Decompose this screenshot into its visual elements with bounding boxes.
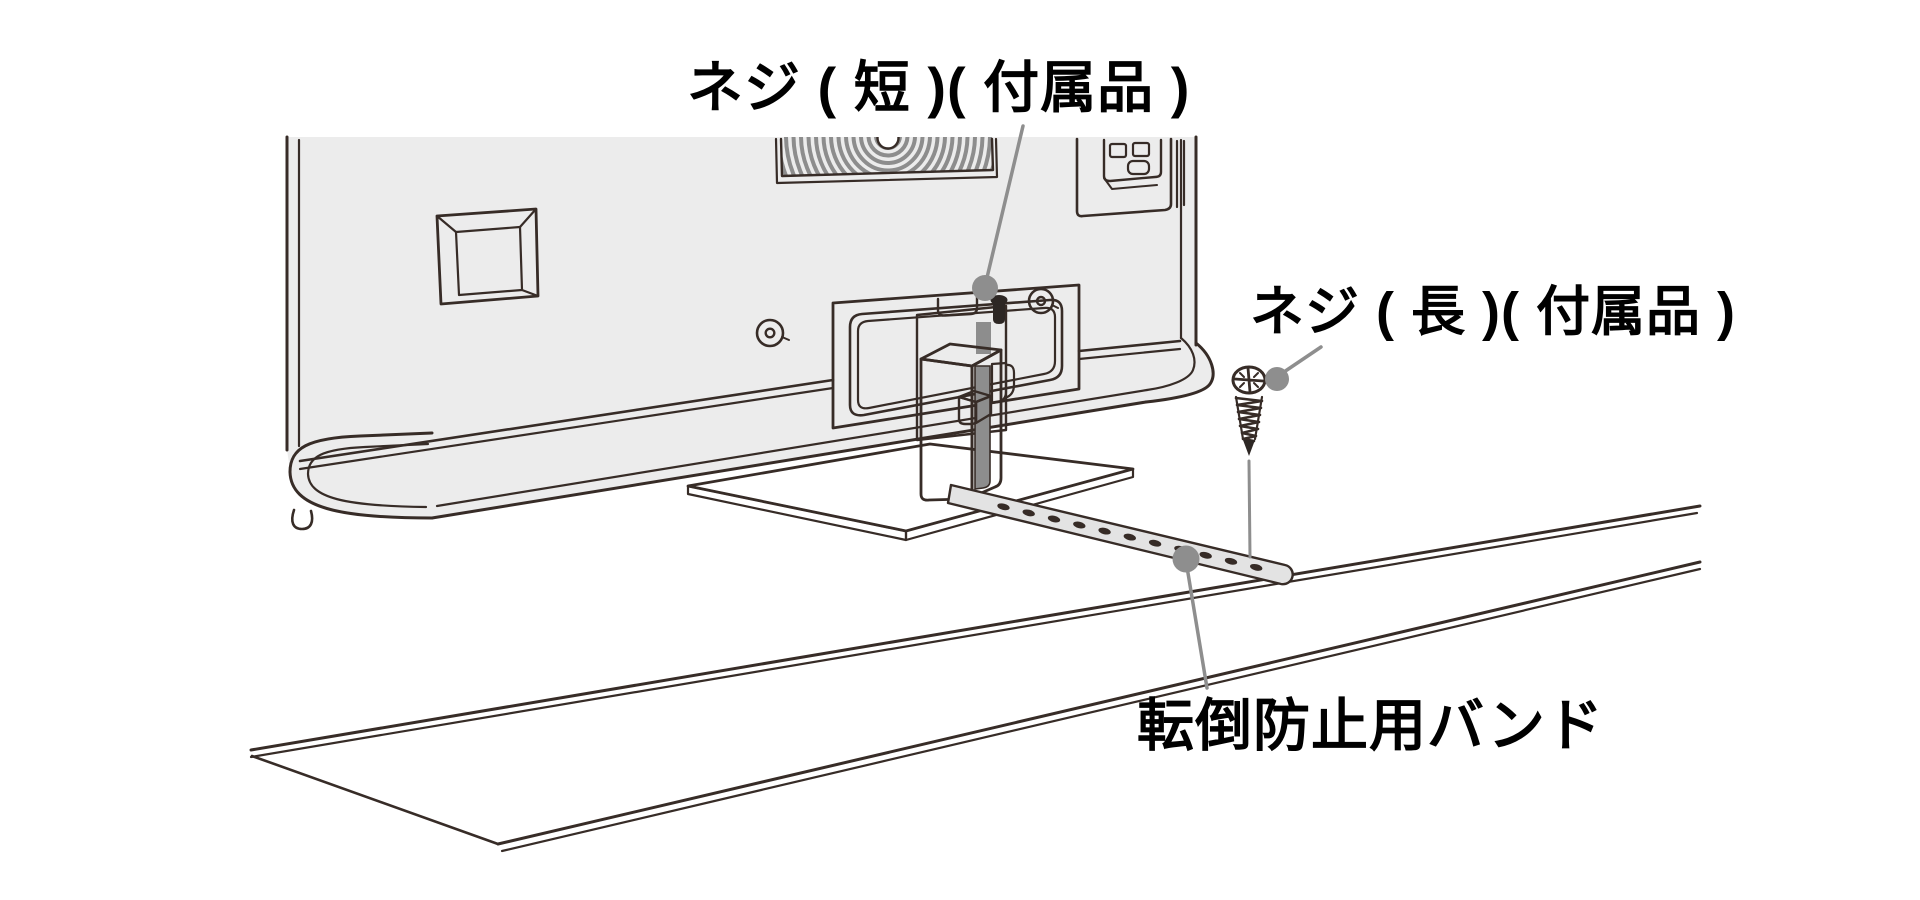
recess-inner-2 <box>856 306 1057 410</box>
anti-tip-band <box>946 483 1294 586</box>
band-clip-front <box>957 395 978 426</box>
label-screw-long: ネジ ( 長 )( 付属品 ) <box>1250 282 1736 342</box>
left-foot <box>290 508 314 531</box>
speaker-arc-pattern <box>781 137 993 177</box>
screw-tip <box>1243 440 1255 456</box>
table-surface <box>249 504 1702 853</box>
stand-base <box>686 442 1135 542</box>
leader-screw-short <box>983 124 1025 288</box>
side-strip-lines <box>1175 139 1186 209</box>
tv-corner-outer <box>1144 341 1215 404</box>
column-right-face <box>970 348 1003 499</box>
band-front-strap <box>990 361 1008 405</box>
phillips-cross-icon <box>1233 366 1265 394</box>
screw-insert-line <box>1247 459 1252 559</box>
screw-long <box>1231 365 1267 559</box>
table-front-edge-2 <box>249 511 1699 759</box>
handle-bevels <box>435 207 540 298</box>
tv-bottom-edge-inner <box>435 388 1149 508</box>
band-holes <box>997 503 1263 571</box>
handle-recess <box>435 207 540 306</box>
band-upper-segment <box>976 322 991 354</box>
bezel-seam-left-2 <box>298 386 835 471</box>
screw-short-body <box>993 301 1005 324</box>
leader-band <box>1184 559 1209 690</box>
bezel-seam-left <box>298 378 835 463</box>
screw-body-edges <box>1234 395 1264 441</box>
terminal-slot-3 <box>1126 159 1151 176</box>
stand-recess <box>831 283 1081 442</box>
terminal-slot-2 <box>1131 141 1151 158</box>
antenna-terminal-left <box>755 318 790 348</box>
band-strap <box>946 483 1294 586</box>
stand-base-edge-right <box>904 467 1135 542</box>
tv-bottom-edge <box>430 400 1148 520</box>
screw-head-underside <box>1235 387 1263 395</box>
tv-corner-inner <box>1145 336 1196 392</box>
leader-dot-screw-short <box>972 275 998 301</box>
speaker-frame <box>779 137 995 178</box>
leader-dot-screw-long <box>1265 367 1289 391</box>
screw-threads <box>1234 396 1264 443</box>
speaker-center-hole <box>876 137 900 150</box>
connector-block-lip <box>1103 177 1158 190</box>
label-screw-short: ネジ ( 短 )( 付属品 ) <box>687 56 1190 119</box>
stand-bracket <box>915 304 1008 442</box>
left-bezel-cap <box>288 431 434 520</box>
screw-short <box>990 295 1008 324</box>
terminal-slot-1 <box>1108 142 1128 159</box>
connector-recess-outline <box>1075 137 1173 218</box>
speaker-frame-outer <box>774 137 999 185</box>
band-vertical-strap <box>974 365 991 490</box>
bezel-seam-right <box>1077 339 1182 353</box>
leader-dot-band <box>1172 545 1200 573</box>
recess-inner-1 <box>848 298 1064 417</box>
connector-panel <box>1075 137 1186 218</box>
label-band: 転倒防止用バンド <box>1137 694 1604 758</box>
left-bezel-cap-inner <box>306 442 430 509</box>
table-front-edge <box>249 504 1702 752</box>
bezel-seam-right-2 <box>1077 347 1182 361</box>
tv-back-panel <box>285 135 1215 531</box>
band-loop-line <box>1003 363 1016 400</box>
table-left-end-edge <box>250 754 500 846</box>
table-bottom-edge <box>496 560 1702 846</box>
speaker-grille <box>774 137 999 185</box>
screw-short-head <box>990 295 1008 305</box>
table-bottom-edge-2 <box>500 567 1702 853</box>
